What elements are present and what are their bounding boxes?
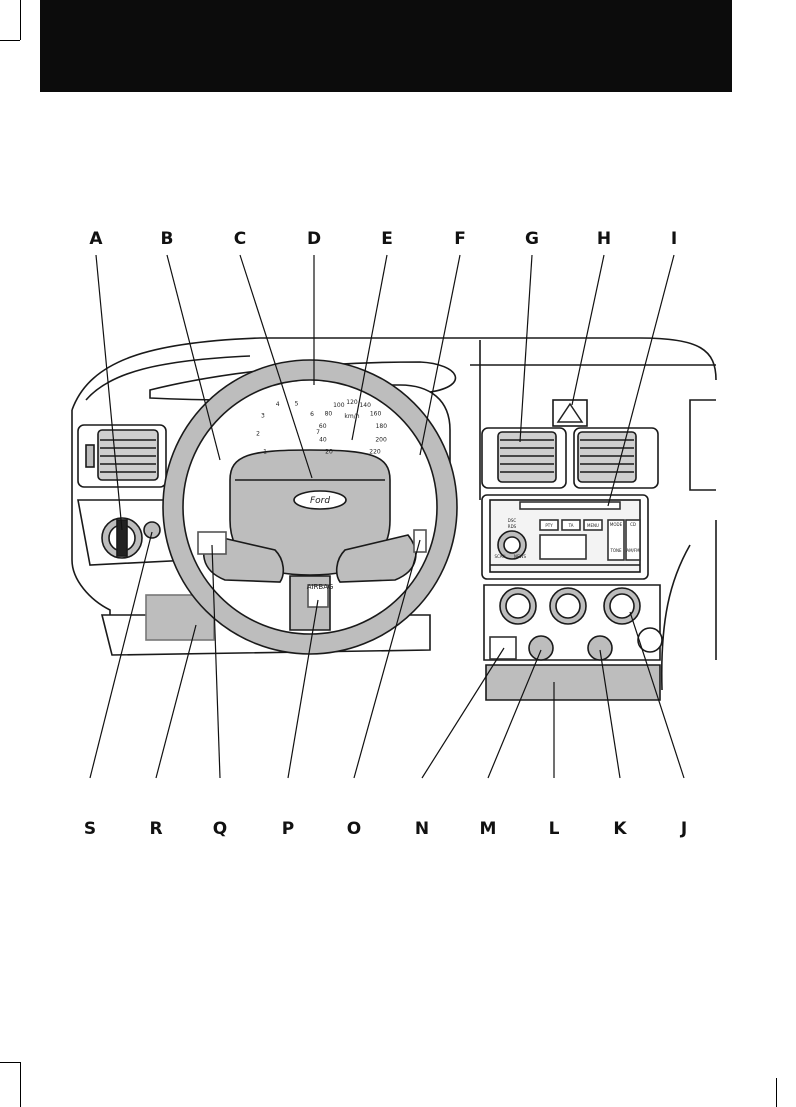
radio-button-label: AM/FM bbox=[626, 548, 640, 553]
callout-s: S bbox=[83, 819, 97, 839]
crop-mark-top-left-h bbox=[0, 40, 20, 41]
gauge-tick-label: 4 bbox=[276, 401, 280, 408]
gauge-tick-label: 180 bbox=[376, 423, 388, 430]
callout-k: K bbox=[613, 819, 627, 839]
crop-mark-top-left bbox=[20, 0, 21, 40]
radio-button-label: PTY bbox=[545, 523, 553, 528]
callout-l: L bbox=[548, 819, 560, 839]
gauge-tick-label: 6 bbox=[310, 411, 314, 418]
callout-i: I bbox=[670, 229, 678, 249]
callout-d: D bbox=[306, 229, 322, 249]
gauge-tick-label: 200 bbox=[375, 436, 387, 443]
header-bar bbox=[40, 0, 732, 92]
gauge-tick-label: 40 bbox=[319, 436, 327, 443]
gauge-tick-label: 5 bbox=[295, 400, 299, 407]
gauge-tick-label: 20 bbox=[325, 448, 333, 455]
callout-m: M bbox=[479, 819, 497, 839]
callout-o: O bbox=[346, 819, 362, 839]
gauge-tick-label: 60 bbox=[319, 423, 327, 430]
radio-button-label: MODE bbox=[610, 522, 623, 527]
radio-button-label: TONE bbox=[609, 548, 622, 553]
crop-mark-bottom-left bbox=[20, 1062, 21, 1107]
gauge-tick-label: 3 bbox=[261, 413, 265, 420]
gauge-tick-label: 80 bbox=[325, 411, 333, 418]
gauge-tick-label: 140 bbox=[359, 402, 371, 409]
gauge-tick-label: 120 bbox=[346, 399, 358, 406]
callout-g: G bbox=[525, 229, 539, 249]
gauge-tick-label: 220 bbox=[369, 448, 381, 455]
radio-button-label: MENU bbox=[587, 523, 599, 528]
gauge-tick-label: 1 bbox=[263, 448, 267, 455]
gauge-tick-label: 2 bbox=[256, 431, 260, 438]
speedometer-unit: km/h bbox=[344, 413, 359, 420]
callout-f: F bbox=[454, 229, 466, 249]
airbag-label: AIRBAG bbox=[307, 583, 334, 591]
callout-h: H bbox=[596, 229, 612, 249]
ford-logo: Ford bbox=[310, 496, 330, 506]
radio-button-label: RDS bbox=[508, 524, 517, 529]
crop-mark-bottom-left-h bbox=[0, 1062, 20, 1063]
gauge-tick-label: 100 bbox=[333, 402, 345, 409]
radio-button-label: DSC bbox=[508, 518, 517, 523]
callout-e: E bbox=[381, 229, 393, 249]
gauge-tick-label: 7 bbox=[316, 429, 320, 436]
radio-button-label: SCAN bbox=[494, 554, 505, 559]
callout-b: B bbox=[160, 229, 174, 249]
callout-n: N bbox=[414, 819, 430, 839]
callout-q: Q bbox=[212, 819, 228, 839]
callout-j: J bbox=[680, 819, 688, 839]
crop-mark-bottom-right bbox=[776, 1078, 777, 1107]
callout-p: P bbox=[281, 819, 295, 839]
radio-button-label: CD bbox=[630, 522, 636, 527]
callout-a: A bbox=[89, 229, 103, 249]
callout-r: R bbox=[149, 819, 163, 839]
radio-button-label: TA bbox=[568, 523, 574, 528]
gauge-tick-label: 160 bbox=[370, 411, 382, 418]
radio-button-label: NEWS bbox=[514, 554, 526, 559]
callout-c: C bbox=[233, 229, 247, 249]
